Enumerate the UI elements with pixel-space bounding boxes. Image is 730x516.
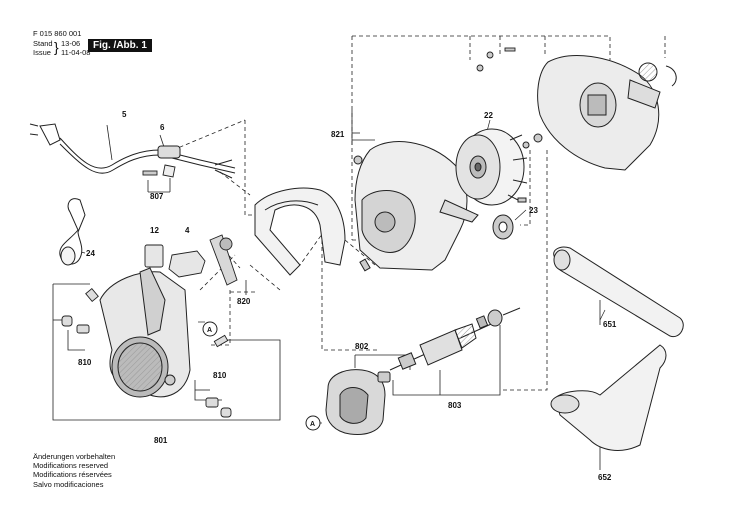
issue-value: 11-04-08 [61,48,91,57]
footer-line-de: Änderungen vorbehalten [33,452,116,461]
motor-housing-801 [99,267,191,398]
nozzle-651 [553,246,684,338]
field-stator-802 [325,369,391,435]
assembly-guide-lines [172,35,666,391]
label-part-810-right: 810 [213,371,227,380]
power-cord [29,123,236,179]
fan-cover [522,55,677,171]
label-part-807: 807 [150,192,164,201]
footer-line-es: Salvo modificaciones [33,479,104,489]
fan-housing-821 [353,141,479,272]
footer-line-en: Modifications reserved [33,461,109,471]
figure-label: Fig. /Abb. 1 [88,39,152,52]
label-ref-a-1: A [207,327,212,334]
hanging-strap-24 [59,198,86,266]
label-part-6: 6 [160,123,165,132]
stand-value: 13-06 [61,39,81,48]
label-part-803: 803 [448,401,462,410]
cover-screws [476,47,516,72]
doc-number: F 015 860 001 [33,29,82,38]
footer-notes: Änderungen vorbehalten Modifications res… [33,452,115,489]
stand-label: Stand [33,39,53,48]
housing-shell [254,187,346,276]
reference-a-markers [202,321,321,431]
label-ref-a-2: A [310,421,315,428]
footer-line-fr: Modifications réservées [33,470,112,480]
label-part-801: 801 [154,436,168,445]
label-part-820: 820 [237,297,251,306]
brush-holders [61,287,232,418]
label-part-22: 22 [484,111,493,120]
label-part-24: 24 [86,249,95,258]
issue-label: Issue [33,48,51,57]
label-part-652: 652 [598,473,612,482]
fan-impeller-22 [455,128,528,206]
label-part-651: 651 [603,320,617,329]
label-part-821: 821 [331,130,345,139]
switch-parts [144,234,238,286]
label-part-5: 5 [122,110,127,119]
nozzle-652 [550,344,667,451]
screw-807 [142,164,176,178]
label-part-4: 4 [185,226,190,235]
label-part-810-left: 810 [78,358,92,367]
label-part-12: 12 [150,226,159,235]
bearing-23 [492,197,527,240]
label-part-802: 802 [355,342,369,351]
armature-803 [389,307,521,371]
label-part-23: 23 [529,206,538,215]
header-brace: } [54,39,59,55]
